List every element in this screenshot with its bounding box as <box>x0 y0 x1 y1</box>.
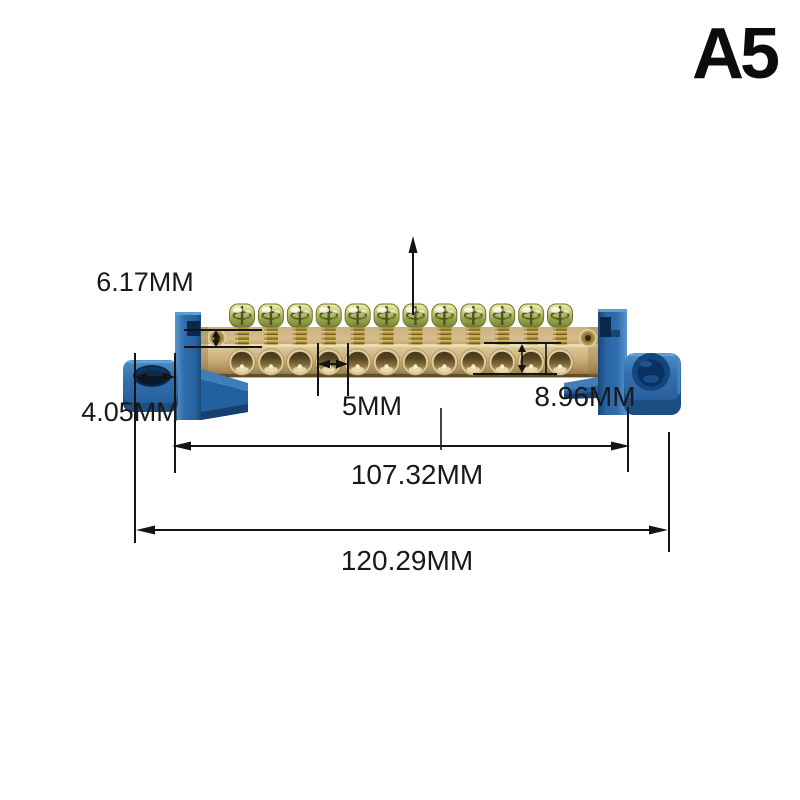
wire-hole <box>430 348 459 376</box>
wire-hole <box>459 348 487 376</box>
bus-bar <box>200 302 598 378</box>
dim-bar-thickness <box>473 342 561 375</box>
dimension-label-mounting-span: 107.32MM <box>350 459 484 490</box>
dim-mounting-span <box>172 441 630 451</box>
dim-hole-pitch <box>317 343 349 396</box>
dimension-label-foot-slot: 4.05MM <box>81 397 179 427</box>
wire-hole <box>286 348 314 376</box>
wire-hole <box>372 348 401 376</box>
dim-foot-slot <box>134 353 176 543</box>
up-arrow <box>408 236 418 315</box>
dimension-label-overall-length: 120.29MM <box>340 545 474 576</box>
dimension-label-thickness: 8.96MM <box>534 381 636 412</box>
wire-hole <box>488 348 516 376</box>
end-hole-right <box>579 329 597 347</box>
left-bracket-notch <box>187 321 200 336</box>
left-bracket <box>175 312 248 420</box>
right-bracket-notch <box>600 317 611 337</box>
dim-overall-length <box>136 525 668 535</box>
dimension-label-hole: 5MM <box>342 391 402 421</box>
dimension-label-end-hole: 6.17MM <box>96 267 194 297</box>
wire-hole <box>257 348 285 376</box>
wire-hole <box>546 348 574 376</box>
dimension-lines <box>134 236 670 552</box>
wire-hole <box>228 348 256 376</box>
variant-label: A5 <box>692 14 780 94</box>
right-foot-round-hole <box>632 353 670 391</box>
dim-end-hole <box>184 329 262 348</box>
wire-hole <box>401 348 430 376</box>
right-mounting-foot <box>624 353 681 415</box>
right-bracket <box>564 309 627 415</box>
